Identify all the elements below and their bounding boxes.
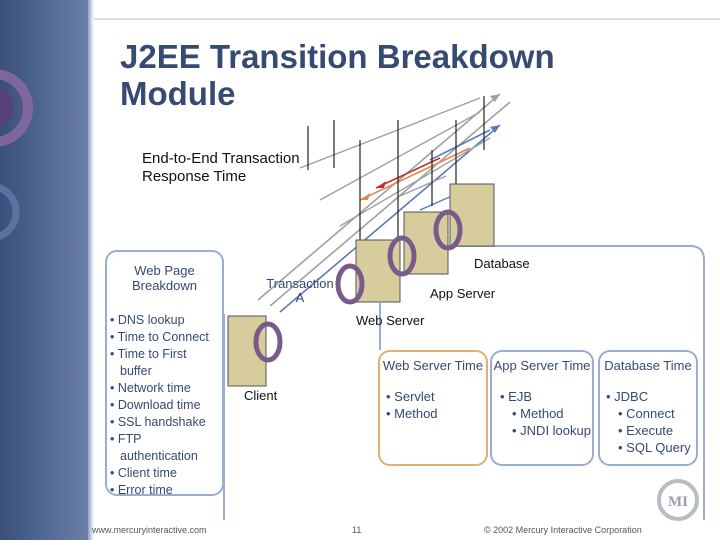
- tier-item: • Method: [386, 406, 438, 421]
- web-page-breakdown-box: Web Page Breakdown: [105, 250, 224, 496]
- breakdown-item: • FTP authentication: [110, 432, 198, 463]
- outer-frame: [420, 245, 705, 520]
- logo-text: MI: [668, 494, 688, 510]
- app-server-time-box: App Server Time • EJB • Method • JNDI look…: [490, 350, 594, 466]
- app-server-time-items: • EJB • Method • JNDI lookup: [500, 388, 592, 439]
- breakdown-item: • DNS lookup: [110, 313, 185, 327]
- mercury-logo-icon: MI: [657, 479, 699, 521]
- footer-url: www.mercuryinteractive.com: [92, 525, 207, 535]
- breakdown-item: • Client time: [110, 466, 177, 480]
- tier-item: • JNDI lookup: [512, 423, 591, 438]
- breakdown-item: • Download time: [110, 398, 201, 412]
- client-label: Client: [244, 388, 278, 403]
- transaction-arrows: [257, 93, 511, 313]
- web-server-time-items: • Servlet • Method: [386, 388, 486, 422]
- footer-page-number: 11: [352, 525, 362, 535]
- tier-item: • Method: [512, 406, 564, 421]
- transaction-label: Transaction A: [266, 276, 334, 305]
- connector-rings: [253, 209, 463, 363]
- app-server-time-heading: App Server Time: [493, 358, 591, 373]
- web-page-breakdown-heading: Web Page Breakdown: [131, 263, 198, 293]
- database-time-items: • JDBC • Connect • Execute • SQL Query: [606, 388, 696, 456]
- database-label: Database: [474, 256, 530, 271]
- tier-item: • SQL Query: [618, 440, 691, 455]
- left-decor-bar: [0, 0, 88, 540]
- tier-item: • Execute: [618, 423, 674, 438]
- footer-copyright: © 2002 Mercury Interactive Corporation: [484, 525, 642, 535]
- web-server-label: Web Server: [356, 313, 425, 328]
- decor-rings: [0, 69, 33, 240]
- top-rule: [94, 18, 720, 20]
- slide-subtitle: End-to-End Transaction Response Time: [142, 150, 300, 185]
- tier-item: • Servlet: [386, 389, 435, 404]
- left-fade: [88, 0, 94, 540]
- web-page-breakdown-list: • DNS lookup • Time to Connect • Time to F…: [110, 312, 220, 499]
- web-server-time-heading: Web Server Time: [382, 358, 484, 373]
- slide-title: J2EE Transition Breakdown Module: [120, 38, 555, 112]
- breakdown-item: • Time to Connect: [110, 330, 209, 344]
- database-time-box: Database Time • JDBC• Connect• Execute• …: [598, 350, 698, 466]
- breakdown-item: • Time to First buffer: [110, 347, 187, 378]
- breakdown-item: • SSL handshake: [110, 415, 206, 429]
- tier-item: • EJB: [500, 389, 533, 404]
- breakdown-item: • Network time: [110, 381, 191, 395]
- app-server-label: App Server: [430, 286, 496, 301]
- breakdown-item: • Error time: [110, 483, 173, 497]
- tier-item: • Connect: [618, 406, 675, 421]
- web-server-time-box: Web Server Time • Servlet • Method: [378, 350, 488, 466]
- database-time-heading: Database Time: [604, 358, 692, 373]
- tier-item: • JDBC: [606, 389, 649, 404]
